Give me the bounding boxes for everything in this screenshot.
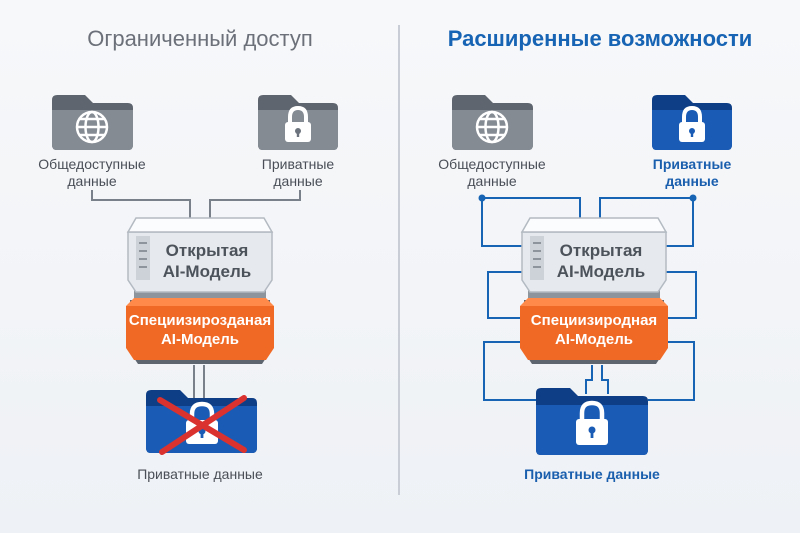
- panel-limited-access: Ограниченный доступ Общедоступные данные…: [38, 26, 338, 482]
- left-specialized-model-block: [126, 298, 274, 364]
- right-specialized-model-block: [520, 298, 668, 364]
- left-blocked-folder-icon: [146, 390, 257, 455]
- left-diagram: [52, 95, 338, 455]
- right-private-folder-icon: [652, 95, 732, 150]
- panel-divider: [398, 25, 400, 495]
- right-open-model-block: [520, 217, 668, 298]
- right-public-folder-icon: [452, 95, 533, 150]
- right-bottom-private-label: Приватные данные: [524, 466, 660, 482]
- right-private-data-label: Приватные данные: [652, 156, 732, 189]
- left-public-data-label: Общедоступные данные: [38, 156, 146, 189]
- right-bottom-private-folder-icon: [536, 388, 648, 455]
- left-open-model-label: Открытая AI-Модель: [162, 241, 252, 281]
- globe-icon: [475, 110, 509, 144]
- right-panel-title: Расширенные возможности: [447, 26, 753, 51]
- connector-nodes: [478, 194, 697, 202]
- right-diagram: [452, 95, 732, 455]
- lock-icon: [576, 400, 608, 445]
- left-open-model-block: [126, 217, 274, 298]
- left-bottom-private-label: Приватные данные: [137, 466, 263, 482]
- lock-icon: [186, 401, 218, 444]
- left-connectors: [91, 190, 301, 398]
- lock-icon: [285, 105, 311, 142]
- cross-icon: [157, 395, 247, 455]
- left-private-folder-icon: [258, 95, 338, 150]
- left-public-folder-icon: [52, 95, 133, 150]
- right-open-model-label: Открытая AI-Модель: [556, 241, 646, 281]
- lock-icon: [679, 105, 705, 142]
- globe-icon: [75, 110, 109, 144]
- right-public-data-label: Общедоступные данные: [438, 156, 546, 189]
- right-specialized-model-label: Специизиродная AI-Модель: [530, 312, 658, 348]
- left-specialized-model-label: Специизирозданая AI-Модель: [128, 312, 272, 348]
- right-connectors: [481, 197, 697, 401]
- left-panel-title: Ограниченный доступ: [87, 26, 313, 51]
- left-private-data-label: Приватные данные: [261, 156, 335, 189]
- panel-extended-capabilities: Расширенные возможности Общедоступные да…: [400, 0, 800, 533]
